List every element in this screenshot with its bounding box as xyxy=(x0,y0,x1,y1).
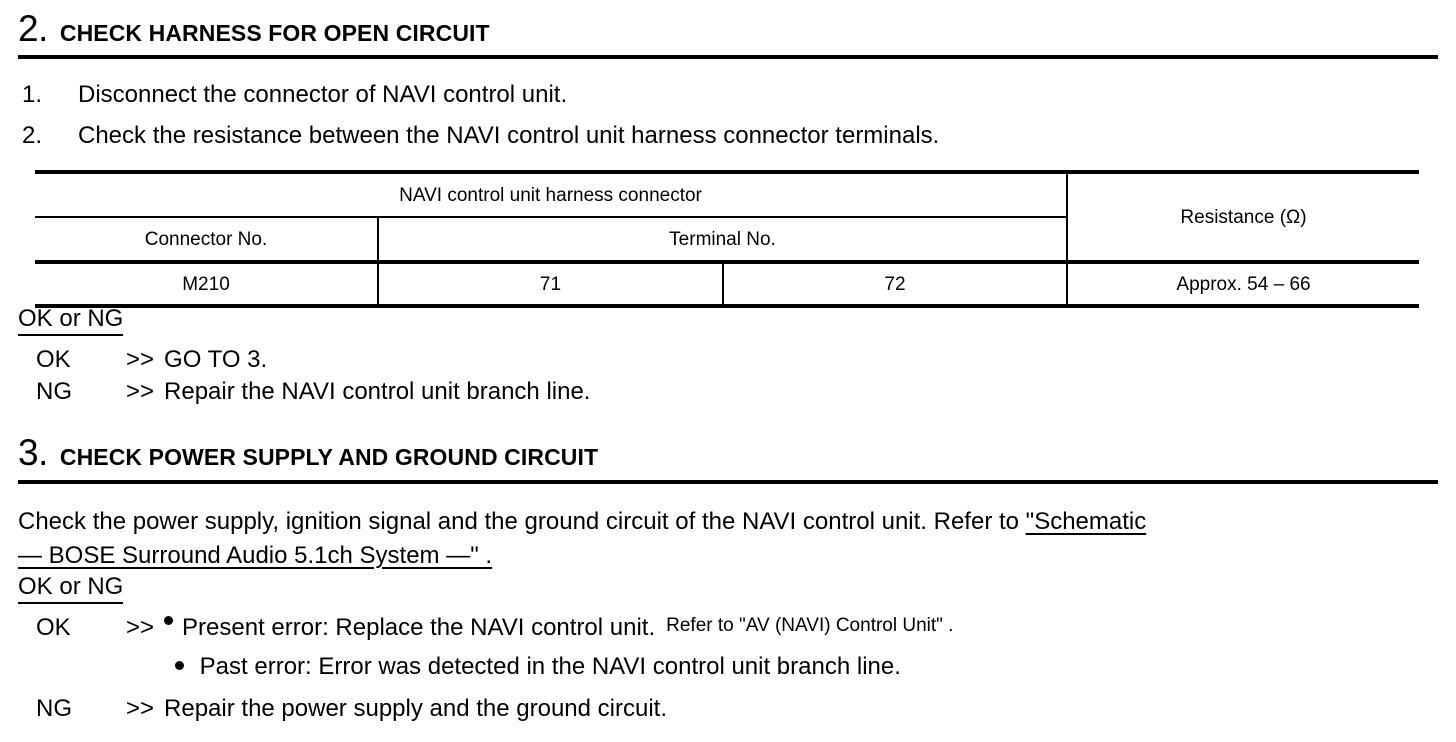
result-label-ok: OK xyxy=(36,614,71,641)
instruction-text: Disconnect the connector of NAVI control… xyxy=(78,81,568,108)
step-3-body: Check the power supply, ignition signal … xyxy=(18,505,1146,573)
schematic-link-part1[interactable]: "Schematic xyxy=(1025,508,1147,535)
schematic-link-part2[interactable]: — BOSE Surround Audio 5.1ch System —" . xyxy=(18,542,493,569)
result-bullet-text-past-error: Past error: Error was detected in the NA… xyxy=(199,653,901,680)
bullet-icon xyxy=(175,661,184,671)
step-3-heading: 3. CHECK POWER SUPPLY AND GROUND CIRCUIT xyxy=(18,434,598,471)
cell-resistance: Approx. 54 – 66 xyxy=(1066,262,1419,308)
table-header-resistance: Resistance (Ω) xyxy=(1066,170,1419,264)
instruction-number: 2. xyxy=(22,122,43,149)
table-row: M210 71 72 Approx. 54 – 66 xyxy=(35,262,1419,308)
table-group-header: NAVI control unit harness connector xyxy=(35,170,1067,218)
instruction-number: 1. xyxy=(22,81,43,108)
result-arrow: >> xyxy=(126,346,155,373)
result-arrow: >> xyxy=(126,695,155,722)
step-3-body-lead: Check the power supply, ignition signal … xyxy=(18,508,1026,535)
resistance-spec-table: NAVI control unit harness connector Resi… xyxy=(35,170,1419,308)
cell-terminal-a: 71 xyxy=(377,262,723,308)
cell-terminal-b: 72 xyxy=(722,262,1067,308)
av-navi-control-unit-reference: Refer to "AV (NAVI) Control Unit" . xyxy=(666,615,954,636)
result-arrow: >> xyxy=(126,378,155,405)
step-2-divider xyxy=(18,55,1438,59)
table-header-terminal-no: Terminal No. xyxy=(377,217,1067,264)
result-label-ok: OK xyxy=(36,346,71,373)
bullet-icon xyxy=(164,616,174,625)
result-text-ng: Repair the power supply and the ground c… xyxy=(164,695,667,722)
result-text-ng: Repair the NAVI control unit branch line… xyxy=(164,378,591,405)
result-row-ng: NG >> Repair the power supply and the gr… xyxy=(36,697,667,721)
result-row-ok: OK >> GO TO 3. xyxy=(36,348,267,372)
step-3-number: 3. xyxy=(18,432,48,473)
step-3-title: CHECK POWER SUPPLY AND GROUND CIRCUIT xyxy=(59,444,599,470)
result-label-ng: NG xyxy=(36,695,72,722)
result-arrow: >> xyxy=(126,614,155,641)
step-3-divider xyxy=(18,480,1438,484)
result-text-ok: GO TO 3. xyxy=(164,346,268,373)
result-bullet-text-present-error: Present error: Replace the NAVI control … xyxy=(182,614,656,641)
result-row-ng: NG >> Repair the NAVI control unit branc… xyxy=(36,380,590,404)
step-2-number: 2. xyxy=(18,8,48,49)
table-header-row-2: Connector No. Terminal No. xyxy=(35,217,1419,264)
step-2-heading: 2. CHECK HARNESS FOR OPEN CIRCUIT xyxy=(18,10,490,47)
result-label-ng: NG xyxy=(36,378,72,405)
table-header-row-1: NAVI control unit harness connector Resi… xyxy=(35,170,1419,264)
instruction-item: 1. Disconnect the connector of NAVI cont… xyxy=(22,83,567,107)
step-2-title: CHECK HARNESS FOR OPEN CIRCUIT xyxy=(59,20,490,46)
instruction-item: 2. Check the resistance between the NAVI… xyxy=(22,124,939,148)
step-3-result-heading: OK or NG xyxy=(18,575,124,604)
result-bullet-past-error: Past error: Error was detected in the NA… xyxy=(175,655,901,679)
instruction-text: Check the resistance between the NAVI co… xyxy=(78,122,940,149)
cell-connector-no: M210 xyxy=(35,262,378,308)
step-2-result-heading: OK or NG xyxy=(18,307,124,336)
table-header-connector-no: Connector No. xyxy=(35,217,378,264)
result-row-ok: OK >> Present error: Replace the NAVI co… xyxy=(36,616,953,640)
